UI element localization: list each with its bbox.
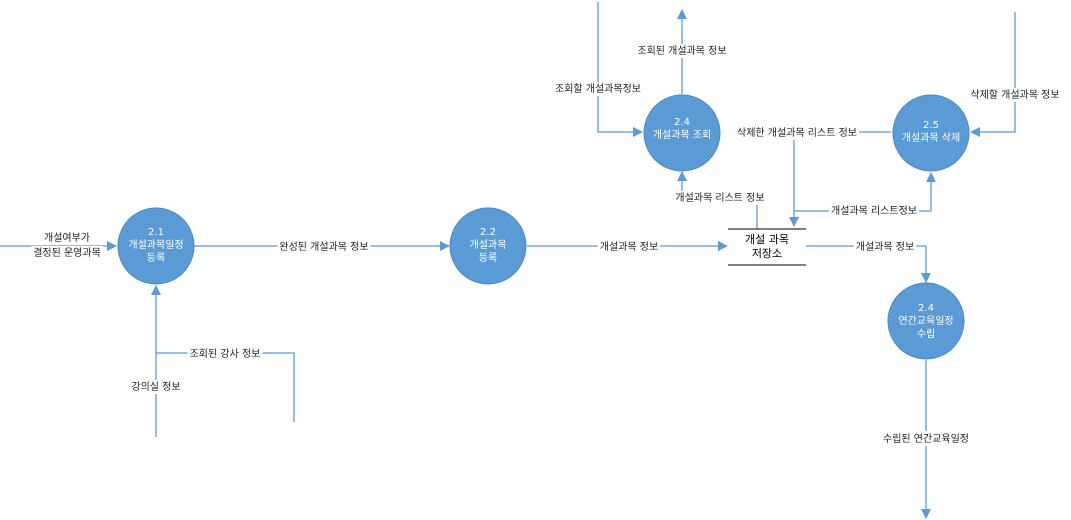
edge-label-backdrop [597, 240, 661, 254]
edge-label-backdrop [635, 44, 729, 58]
process-label-line2: 등록 [147, 252, 165, 264]
process-2-4-annual-plan[interactable]: 2.4 연간교육일정 수립 [887, 282, 965, 360]
edge-label-backdrop [735, 126, 859, 140]
process-2-2[interactable]: 2.2 개설과목 등록 [449, 207, 527, 285]
label-course-info-2: 개설과목 정보 [856, 241, 914, 253]
label-in-course-line1: 개설여부가 [44, 232, 90, 244]
label-course-info-1: 개설과목 정보 [600, 241, 658, 253]
label-deleted-list: 삭제한 개설과목 리스트 정보 [737, 127, 857, 139]
process-label-line1: 개설과목 [470, 239, 507, 251]
label-completed-info: 완성된 개설과목 정보 [279, 241, 368, 253]
flow-delete-info [970, 12, 1016, 137]
edge-label-backdrop [277, 240, 371, 254]
edge-label-backdrop [31, 246, 103, 260]
process-2-5-delete[interactable]: 2.5 개설과목 삭제 [892, 94, 970, 172]
store-name-line1: 개설 과목 [745, 233, 789, 246]
edge-label-backdrop [673, 191, 767, 205]
label-list-info-1: 개설과목 리스트 정보 [675, 192, 764, 204]
label-queried-info: 조회된 개설과목 정보 [637, 45, 726, 57]
edge-label-backdrop [42, 231, 92, 245]
process-number: 2.5 [923, 120, 939, 131]
process-2-1[interactable]: 2.1 개설과목일정 등록 [117, 207, 195, 285]
process-number: 2.2 [480, 227, 496, 238]
edge-labels: 개설여부가 결정된 운영과목 완성된 개설과목 정보 개설과목 정보 개설과목 … [31, 44, 1062, 446]
process-number: 2.4 [674, 117, 690, 128]
edge-label-backdrop [553, 82, 643, 96]
label-lecturer-info: 조회된 강사 정보 [190, 348, 261, 360]
label-list-info-2: 개설과목 리스트정보 [831, 205, 917, 217]
edge-label-backdrop [968, 88, 1062, 102]
process-label-line2: 수립 [917, 327, 935, 340]
store-name-line2: 저장소 [752, 247, 782, 260]
data-store: 개설 과목 저장소 [728, 228, 806, 266]
process-label-line1: 연간교육일정 [898, 315, 953, 327]
process-number: 2.4 [918, 303, 934, 314]
label-query-info: 조회할 개설과목정보 [555, 83, 641, 95]
process-2-4-query[interactable]: 2.4 개설과목 조회 [643, 94, 721, 172]
process-number: 2.1 [148, 227, 164, 238]
flow-query-info [597, 2, 643, 137]
process-label-line1: 개설과목일정 [128, 239, 183, 251]
label-annual-plan: 수립된 연간교육일정 [883, 432, 969, 445]
edge-label-backdrop [853, 240, 917, 254]
process-label-line2: 등록 [479, 252, 497, 264]
label-in-course-line2: 결정된 운영과목 [33, 247, 101, 259]
label-delete-info: 삭제할 개설과목 정보 [970, 89, 1059, 101]
process-label-line1: 개설과목 조회 [653, 129, 711, 141]
process-label-line1: 개설과목 삭제 [902, 132, 960, 144]
flow-course-info-to-plan [806, 245, 931, 283]
edge-label-backdrop [829, 204, 919, 218]
edge-label-backdrop [129, 380, 183, 394]
edge-label-backdrop [187, 347, 263, 361]
edge-label-backdrop [881, 431, 971, 446]
label-room-info: 강의실 정보 [131, 381, 180, 393]
